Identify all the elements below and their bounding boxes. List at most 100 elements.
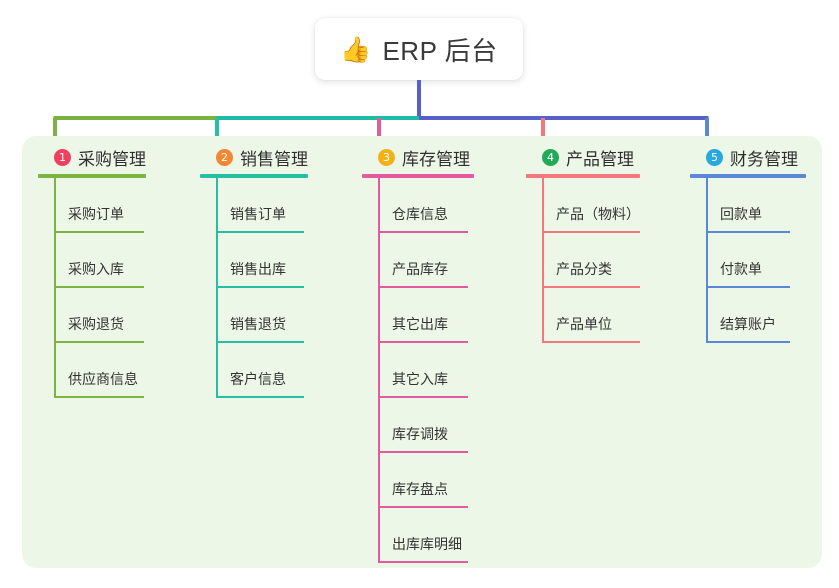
- branch-item-rule: [378, 286, 468, 288]
- branch-item[interactable]: 销售退货: [216, 288, 308, 343]
- branch-item[interactable]: 采购退货: [54, 288, 146, 343]
- branch-item-rule: [706, 341, 790, 343]
- branch-item-label: 回款单: [720, 206, 762, 222]
- branch-item-label: 库存盘点: [392, 481, 448, 497]
- branch-item-label: 库存调拨: [392, 426, 448, 442]
- branch-item-rule: [706, 231, 790, 233]
- branch-item-label: 采购退货: [68, 316, 124, 332]
- branch-stem: [54, 178, 56, 398]
- branch-item-rule: [216, 231, 304, 233]
- branch-item-rule: [706, 286, 790, 288]
- branch-item-rule: [378, 561, 468, 563]
- branch-item[interactable]: 销售出库: [216, 233, 308, 288]
- branch-item-label: 采购订单: [68, 206, 124, 222]
- branch-item-rule: [54, 286, 144, 288]
- branch-item-rule: [378, 396, 468, 398]
- branch-items: 采购订单采购入库采购退货供应商信息: [38, 178, 146, 398]
- branch-number-badge: 3: [378, 148, 395, 166]
- branch-header-rule: [526, 174, 640, 178]
- branch-stem: [706, 178, 708, 343]
- branch-title: 采购管理: [78, 149, 146, 169]
- branch-item[interactable]: 付款单: [706, 233, 806, 288]
- branch-header-rule: [362, 174, 474, 178]
- branch-item-label: 产品分类: [556, 261, 612, 277]
- branch-item[interactable]: 供应商信息: [54, 343, 146, 398]
- branch-item-label: 产品库存: [392, 261, 448, 277]
- branch-item[interactable]: 采购订单: [54, 178, 146, 233]
- branch-item-rule: [216, 396, 304, 398]
- branch-number-badge: 5: [706, 148, 723, 166]
- branch-item-rule: [216, 286, 304, 288]
- branch-number-badge: 4: [542, 148, 559, 166]
- branch-item-rule: [378, 451, 468, 453]
- branch-item[interactable]: 回款单: [706, 178, 806, 233]
- branch-item-rule: [542, 286, 640, 288]
- branch-column-1: 1 采购管理采购订单采购入库采购退货供应商信息: [38, 144, 146, 398]
- branch-item[interactable]: 库存调拨: [378, 398, 474, 453]
- branch-items: 回款单付款单结算账户: [690, 178, 806, 343]
- branch-item-label: 仓库信息: [392, 206, 448, 222]
- branch-column-3: 3 库存管理仓库信息产品库存其它出库其它入库库存调拨库存盘点出库库明细: [362, 144, 474, 563]
- branch-item-rule: [378, 341, 468, 343]
- branch-item[interactable]: 仓库信息: [378, 178, 474, 233]
- branch-header-1[interactable]: 1 采购管理: [38, 144, 146, 170]
- branch-item-rule: [54, 341, 144, 343]
- branch-item[interactable]: 产品分类: [542, 233, 640, 288]
- branch-header-rule: [200, 174, 308, 178]
- branch-stem: [378, 178, 380, 563]
- branch-item[interactable]: 其它入库: [378, 343, 474, 398]
- branch-item[interactable]: 客户信息: [216, 343, 308, 398]
- branch-item[interactable]: 产品（物料）: [542, 178, 640, 233]
- branch-header-5[interactable]: 5 财务管理: [690, 144, 806, 170]
- branch-item[interactable]: 结算账户: [706, 288, 806, 343]
- branch-item-label: 销售订单: [230, 206, 286, 222]
- branch-item[interactable]: 销售订单: [216, 178, 308, 233]
- branch-item-label: 销售出库: [230, 261, 286, 277]
- branch-item[interactable]: 出库库明细: [378, 508, 474, 563]
- branch-header-4[interactable]: 4 产品管理: [526, 144, 640, 170]
- branch-item-label: 其它出库: [392, 316, 448, 332]
- branch-item[interactable]: 库存盘点: [378, 453, 474, 508]
- branch-title: 库存管理: [402, 149, 470, 169]
- branch-item-rule: [542, 341, 640, 343]
- branch-item-rule: [378, 506, 468, 508]
- branch-item-label: 销售退货: [230, 316, 286, 332]
- branch-item-label: 付款单: [720, 261, 762, 277]
- root-node-title: ERP 后台: [382, 35, 498, 66]
- branch-item-label: 其它入库: [392, 371, 448, 387]
- branches-panel: [22, 136, 822, 568]
- branch-item[interactable]: 采购入库: [54, 233, 146, 288]
- branch-item-label: 供应商信息: [68, 371, 138, 387]
- branch-column-5: 5 财务管理回款单付款单结算账户: [690, 144, 806, 343]
- branch-item[interactable]: 产品库存: [378, 233, 474, 288]
- root-node[interactable]: 👍 ERP 后台: [315, 18, 523, 80]
- branch-item-rule: [54, 396, 144, 398]
- branch-title: 产品管理: [566, 149, 634, 169]
- branch-item-label: 客户信息: [230, 371, 286, 387]
- branch-item-rule: [378, 231, 468, 233]
- branch-header-rule: [690, 174, 806, 178]
- branch-item[interactable]: 其它出库: [378, 288, 474, 343]
- branch-items: 产品（物料） 产品分类产品单位: [526, 178, 640, 343]
- branch-item-label: 出库库明细: [392, 536, 462, 552]
- branch-header-3[interactable]: 3 库存管理: [362, 144, 474, 170]
- branch-title: 销售管理: [240, 149, 308, 169]
- branch-stem: [216, 178, 218, 398]
- branch-stem: [542, 178, 544, 343]
- branch-item-label: 采购入库: [68, 261, 124, 277]
- branch-items: 仓库信息产品库存其它出库其它入库库存调拨库存盘点出库库明细: [362, 178, 474, 563]
- branch-item-rule: [542, 231, 640, 233]
- branch-number-badge: 1: [54, 148, 71, 166]
- branch-column-4: 4 产品管理产品（物料） 产品分类产品单位: [526, 144, 640, 343]
- branch-item-rule: [54, 231, 144, 233]
- branch-title: 财务管理: [730, 149, 798, 169]
- branch-item-label: 产品（物料）: [556, 206, 640, 222]
- thumbs-up-icon: 👍: [340, 34, 372, 64]
- branch-header-rule: [38, 174, 146, 178]
- branch-item[interactable]: 产品单位: [542, 288, 640, 343]
- branch-items: 销售订单销售出库销售退货客户信息: [200, 178, 308, 398]
- branch-item-label: 结算账户: [720, 316, 776, 332]
